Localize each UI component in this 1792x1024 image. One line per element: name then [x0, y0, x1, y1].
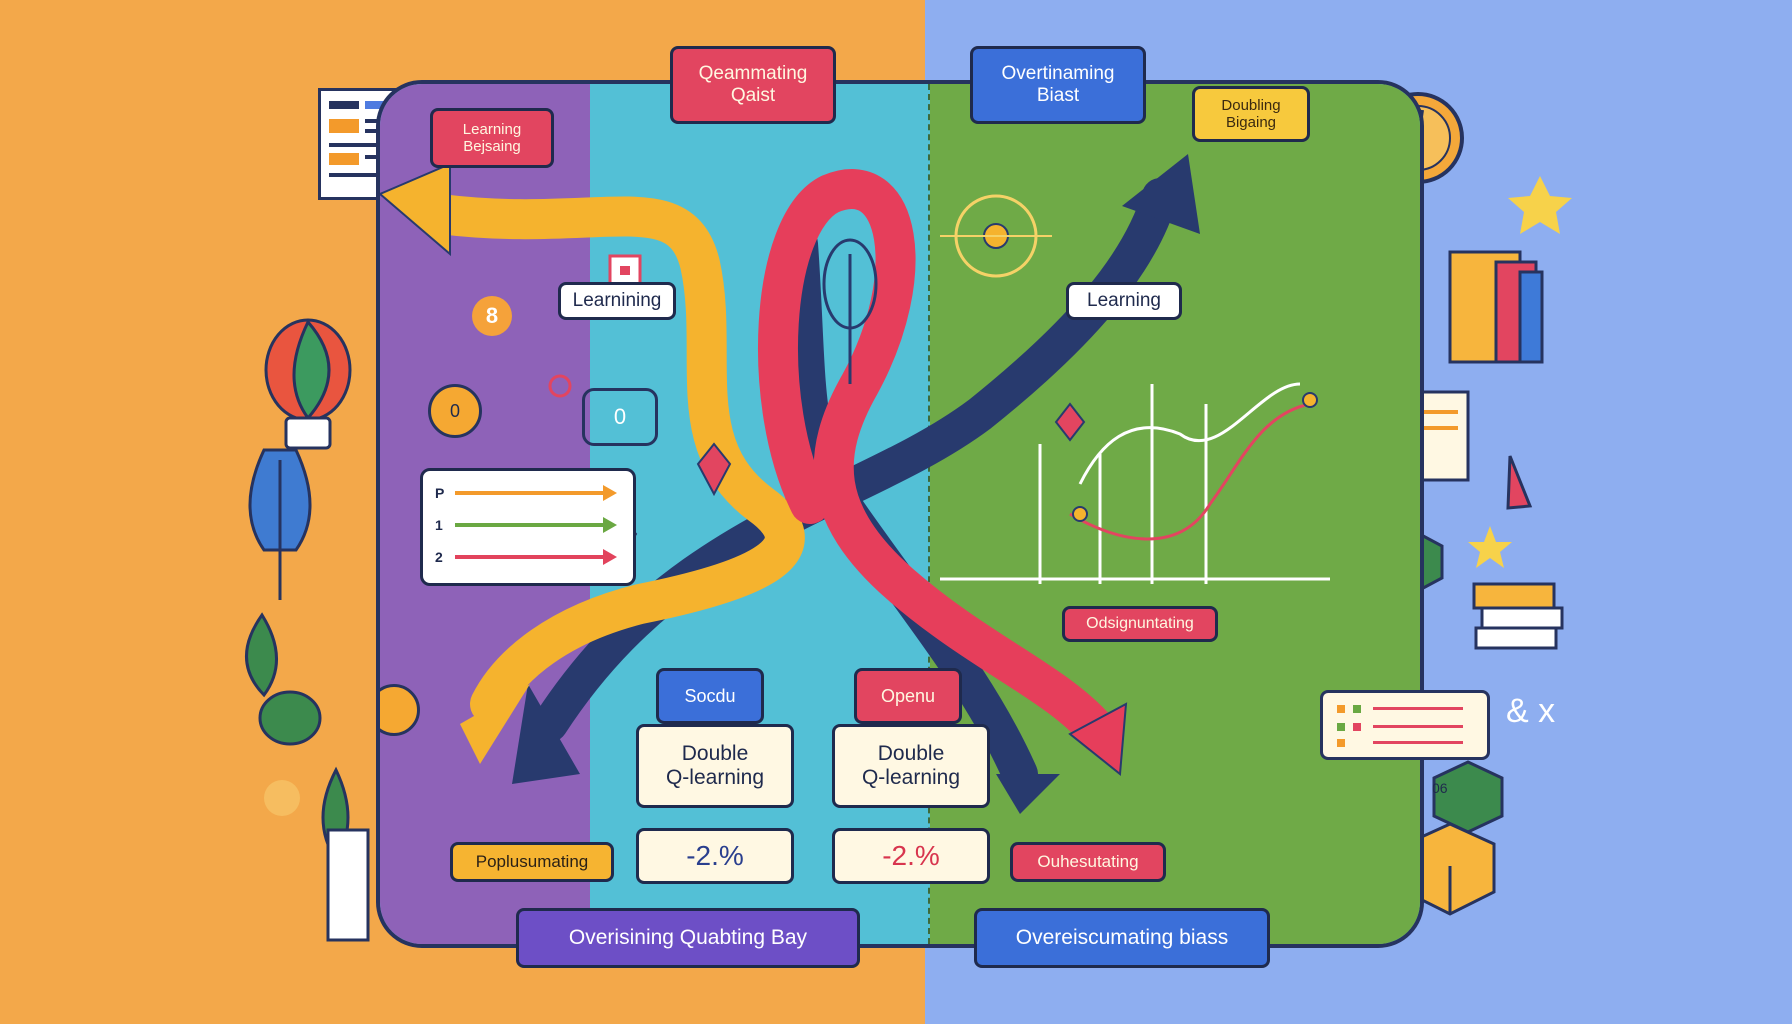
poplusumating-label: Poplusumating: [450, 842, 614, 882]
red-ribbon-loop: [758, 169, 1120, 754]
overeiscumating-biass-label: Overeiscumating biass: [974, 908, 1270, 968]
navy-arrow-tail-left: [512, 684, 580, 784]
red-arrow-head: [1068, 702, 1128, 776]
yellow-arrow: [420, 194, 805, 724]
overtinaming-biast-label: Overtinaming Biast: [970, 46, 1146, 124]
socdu-label: Socdu: [656, 668, 764, 724]
qeammating-qaist-label: Qeammating Qaist: [670, 46, 836, 124]
ouhesutating-label: Ouhesutating: [1010, 842, 1166, 882]
learning-bejsaing-label: Learning Bejsaing: [430, 108, 554, 168]
sun-icon: 0: [428, 384, 482, 438]
number-badge: 8: [472, 296, 512, 336]
center-divider: [928, 84, 930, 944]
list-row-label-2: 2: [435, 549, 443, 565]
green-panel: [930, 84, 1420, 944]
lens-icon: 0: [582, 388, 658, 446]
list-row-label-0: P: [435, 485, 445, 501]
navy-arrow-head-up-right: [1122, 154, 1200, 234]
yellow-arrow-head-left: [380, 162, 451, 257]
double-q-learning-card-right: Double Q-learning: [832, 724, 990, 808]
diagram-board: P 1 2 8 0 0 50 Learning Bejsaing Learnin…: [376, 80, 1424, 948]
number-06: 06: [1432, 780, 1448, 796]
list-row-bar-1: [455, 523, 605, 527]
navy-arrow-head-down-right: [996, 774, 1060, 814]
left-plants-decor: [245, 318, 370, 942]
sun-icon-left: [380, 684, 420, 736]
kite-left: [696, 442, 732, 497]
learning-right-label: Learning: [1066, 282, 1182, 320]
doubling-bigaing-label: Doubling Bigaing: [1192, 86, 1310, 142]
openu-label: Openu: [854, 668, 962, 724]
ranking-list-panel: P 1 2: [420, 468, 636, 586]
list-row-bar-0: [455, 491, 605, 495]
overisining-quabting-bay-label: Overisining Quabting Bay: [516, 908, 860, 968]
odsignuntating-label: Odsignuntating: [1062, 606, 1218, 642]
arrows-layer: [380, 154, 1330, 814]
list-row-bar-2: [455, 555, 605, 559]
value-left: -2.%: [636, 828, 794, 884]
list-row-label-1: 1: [435, 517, 443, 533]
ampersand-symbol: & x: [1506, 692, 1556, 730]
yellow-arrow-head-bottom: [460, 684, 530, 764]
learning-left-label: Learnining: [558, 282, 676, 320]
double-q-learning-card-left: Double Q-learning: [636, 724, 794, 808]
legend-card: [1320, 690, 1490, 760]
value-right: -2.%: [832, 828, 990, 884]
